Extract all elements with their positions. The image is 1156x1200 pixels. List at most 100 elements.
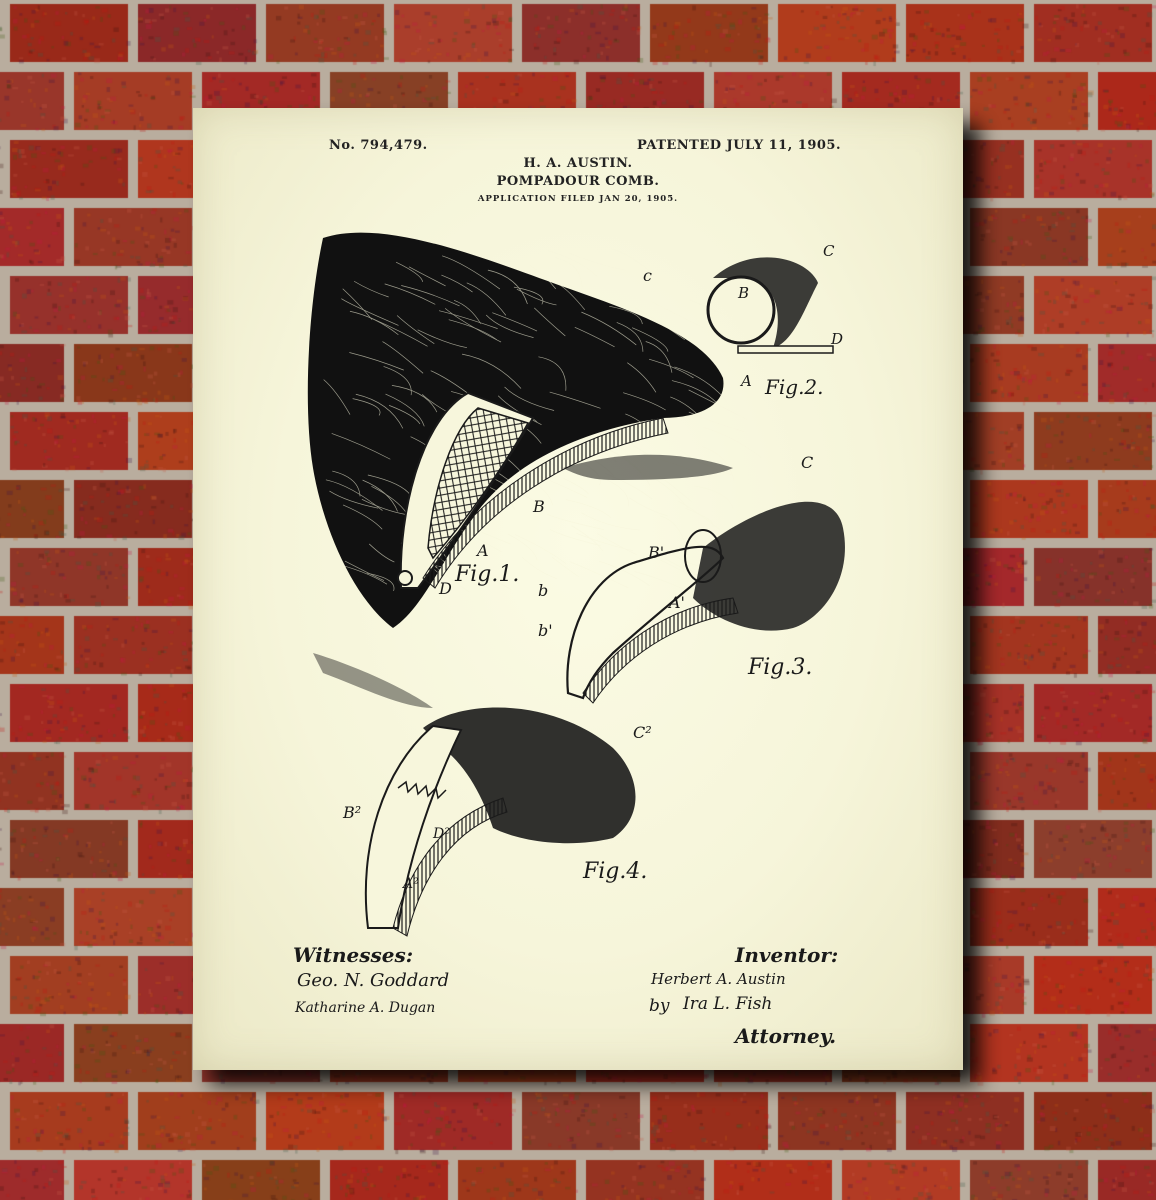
fig4-serrated-edge	[397, 780, 447, 800]
hair-stroke	[367, 572, 395, 592]
hair-stroke	[466, 282, 507, 316]
hair-stroke	[391, 385, 438, 413]
witness-2-signature: Katharine A. Dugan	[295, 1000, 436, 1016]
fig1-label-B: B	[532, 497, 545, 516]
fig1-net	[427, 407, 530, 560]
fig1-label-D: D	[438, 579, 452, 598]
fig3-label-b1: b'	[538, 621, 553, 640]
hair-stroke	[574, 326, 615, 348]
figure-1: c B A D Fig.1.	[307, 232, 762, 628]
hair-stroke	[554, 257, 583, 288]
hair-stroke	[702, 446, 735, 481]
hair-stroke	[645, 341, 673, 373]
hair-stroke	[456, 559, 512, 590]
hair-stroke	[507, 533, 538, 561]
hair-stroke	[514, 534, 567, 564]
hair-stroke	[383, 366, 412, 396]
hair-stroke	[627, 362, 657, 393]
hair-stroke	[634, 307, 685, 341]
inventor-name: H. A. AUSTIN.	[523, 156, 633, 171]
hair-stroke	[581, 311, 637, 346]
hair-stroke	[678, 500, 729, 537]
hair-stroke	[332, 470, 361, 497]
fig4-label-D2: D²	[432, 826, 450, 842]
fig4-label-C2: C²	[633, 723, 652, 742]
hair-stroke	[492, 312, 538, 332]
attorney-signature: Ira L. Fish	[683, 994, 773, 1014]
hair-stroke	[596, 533, 637, 555]
hair-stroke	[547, 514, 605, 531]
hair-stroke	[395, 261, 423, 282]
hair-stroke	[388, 405, 421, 425]
patent-drawing: c B A D Fig.1. C B D A Fig.2. C B' b	[307, 232, 845, 937]
hair-stroke	[658, 475, 692, 502]
fig4-label-A2: A²	[401, 876, 419, 892]
hair-stroke	[602, 477, 629, 507]
hair-stroke	[331, 433, 391, 460]
witness-1-signature: Geo. N. Goddard	[297, 970, 450, 991]
inventor-heading: Inventor:	[735, 943, 839, 967]
hair-stroke	[513, 286, 544, 305]
hair-stroke	[441, 274, 473, 293]
hair-stroke	[497, 395, 542, 426]
fig4-label-B2: B²	[342, 803, 361, 822]
hair-stroke	[353, 280, 389, 298]
hair-stroke	[651, 301, 706, 330]
hair-stroke	[571, 525, 604, 552]
hair-stroke	[648, 358, 694, 379]
attorney-label: Attorney.	[735, 1024, 837, 1048]
hair-stroke	[371, 485, 407, 514]
hair-stroke	[438, 310, 498, 329]
fig3-comb-frame	[566, 545, 725, 700]
hair-stroke	[341, 298, 399, 326]
fig2-hair-wisp	[713, 257, 818, 348]
figure-3: C B' b A' b' Fig.3.	[538, 453, 845, 704]
fig2-caption: Fig.2.	[764, 375, 824, 399]
hair-stroke	[670, 396, 702, 420]
fig3-label-A1: A'	[667, 593, 685, 612]
hair-stroke	[563, 478, 590, 495]
patent-date: PATENTED JULY 11, 1905.	[636, 138, 841, 153]
hair-stroke	[516, 473, 554, 506]
hair-stroke	[634, 571, 692, 593]
hair-stroke	[382, 341, 424, 374]
hair-stroke	[534, 307, 566, 337]
fig3-label-B1: B'	[647, 543, 664, 562]
fig3-caption: Fig.3.	[747, 655, 812, 680]
witnesses-heading: Witnesses:	[293, 943, 414, 967]
fig3-hair-wisp	[563, 454, 733, 480]
fig1-caption: Fig.1.	[454, 562, 519, 587]
invention-title: POMPADOUR COMB.	[496, 174, 660, 189]
fig3-label-b: b	[538, 581, 548, 600]
inventor-signature: Herbert A. Austin	[651, 970, 786, 988]
patent-poster: No. 794,479. PATENTED JULY 11, 1905. H. …	[193, 108, 963, 1070]
hair-stroke	[323, 379, 351, 415]
hair-stroke	[663, 260, 721, 284]
fig2-label-D: D	[830, 330, 843, 348]
fig3-label-C: C	[801, 453, 813, 472]
fig4-caption: Fig.4.	[582, 859, 647, 884]
hair-stroke	[396, 315, 435, 345]
hair-stroke	[551, 556, 580, 578]
hair-stroke	[442, 255, 501, 290]
hair-stroke	[453, 299, 482, 324]
hair-stroke	[417, 329, 468, 349]
hair-stroke	[660, 515, 687, 549]
hair-stroke	[485, 314, 534, 338]
hair-stroke	[688, 389, 748, 420]
hair-stroke	[569, 561, 629, 589]
hair-stroke	[352, 398, 381, 416]
hair-stroke	[521, 556, 558, 580]
fig2-label-A: A	[739, 372, 752, 390]
application-filed: APPLICATION FILED JAN 20, 1905.	[477, 194, 679, 204]
hair-stroke	[581, 512, 640, 531]
hair-stroke	[694, 485, 734, 509]
fig1-label-A: A	[475, 541, 489, 560]
fig4-comb-teeth	[392, 797, 508, 937]
hair-stroke	[702, 426, 762, 458]
hair-stroke	[461, 353, 522, 389]
fig4-hair-wisp	[313, 653, 433, 708]
hair-stroke	[689, 299, 733, 317]
hair-stroke	[368, 543, 395, 563]
hair-stroke	[342, 504, 383, 530]
